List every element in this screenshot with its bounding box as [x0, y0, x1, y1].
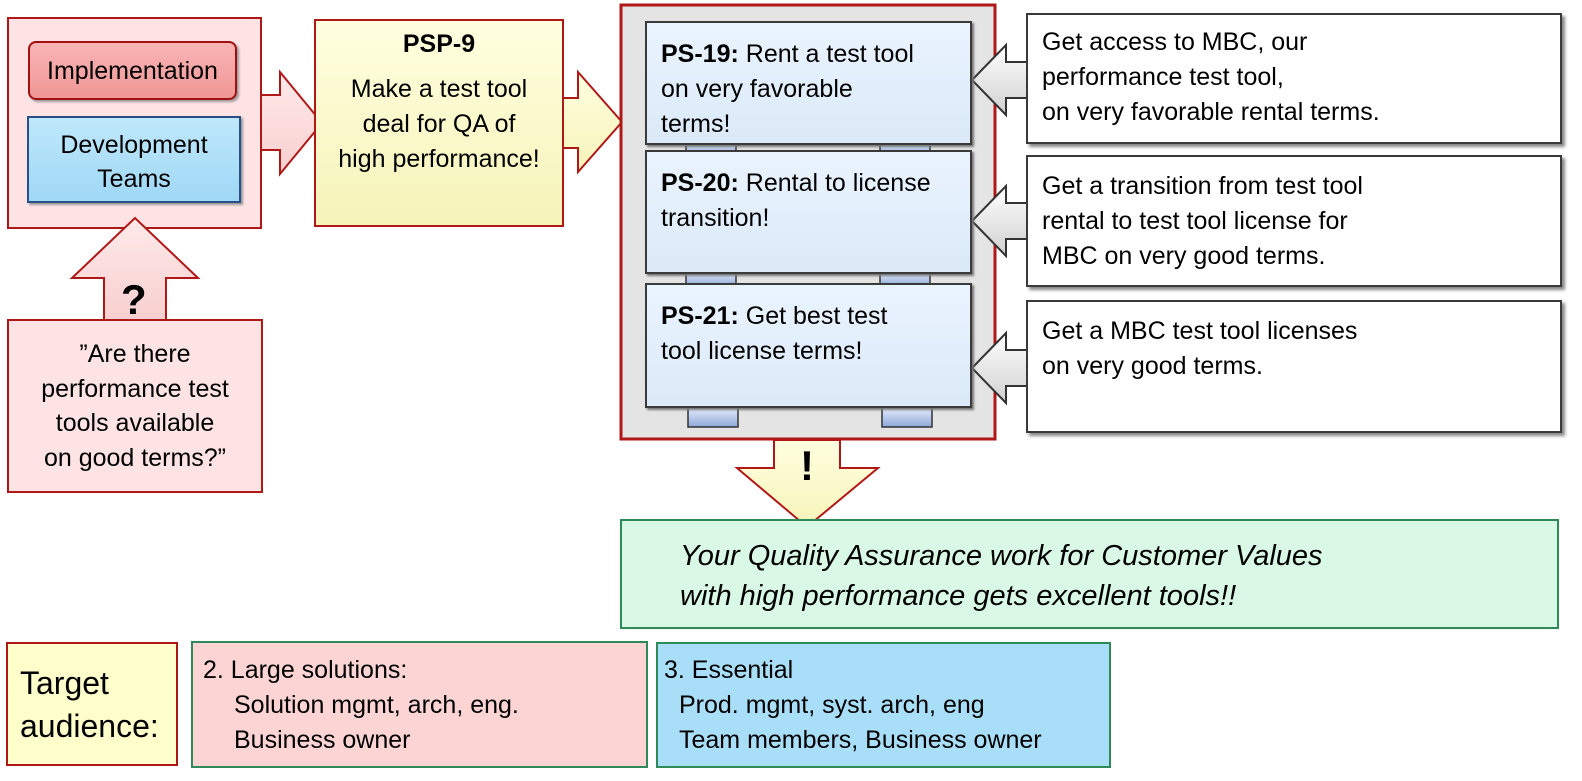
audience-large-line-3: Business owner	[234, 726, 411, 754]
ps-21-line-1: Get best test	[745, 302, 888, 330]
development-teams-line-1: Development	[60, 131, 208, 159]
ps-19-line-2: on very favorable	[661, 75, 853, 103]
audience-essential-text: 3. Essential Prod. mgmt, syst. arch, eng…	[664, 653, 1042, 758]
psp-title: PSP-9	[402, 30, 476, 58]
question-line-1: ”Are there	[79, 340, 191, 368]
result-text: Your Quality Assurance work for Customer…	[680, 536, 1323, 616]
implementation-box: Implementation	[28, 41, 237, 100]
audience-label-box	[6, 642, 178, 766]
psp-line-3: high performance!	[338, 145, 540, 173]
psp-line-1: Make a test tool	[350, 75, 528, 103]
exclamation-mark: !	[800, 442, 814, 489]
ps-20-box: PS-20: Rental to license transition!	[645, 150, 972, 274]
ps-19-box: PS-19: Rent a test tool on very favorabl…	[645, 21, 972, 145]
ps-20-id: PS-20:	[661, 169, 739, 197]
ps-21-id: PS-21:	[661, 302, 739, 330]
description-1-line-2: performance test tool,	[1042, 63, 1284, 91]
arrow-psp-to-ps	[554, 69, 624, 175]
question-box	[7, 319, 263, 493]
result-box	[620, 519, 1559, 629]
audience-label-line-2: audience:	[20, 708, 159, 744]
ps-21-box: PS-21: Get best test tool license terms!	[645, 283, 972, 408]
question-line-3: tools available	[55, 409, 215, 437]
description-1-line-1: Get access to MBC, our	[1042, 28, 1308, 56]
question-mark: ?	[121, 276, 147, 323]
audience-essential-line-3: Team members, Business owner	[679, 726, 1042, 754]
development-teams-line-2: Teams	[97, 165, 171, 193]
question-line-2: performance test	[41, 374, 229, 403]
arrow-ps-to-result	[734, 439, 881, 529]
ps-20-line-1: Rental to license	[745, 169, 931, 197]
description-box-2: Get a transition from test tool rental t…	[1026, 155, 1562, 287]
audience-essential-line-1: 3. Essential	[664, 656, 794, 684]
description-box-3: Get a MBC test tool licenses on very goo…	[1026, 300, 1562, 433]
description-3-line-2: on very good terms.	[1042, 352, 1263, 380]
audience-large-line-1: 2. Large solutions:	[203, 656, 408, 684]
development-teams-box: Development Teams	[27, 116, 241, 203]
description-3-line-1: Get a MBC test tool licenses	[1042, 317, 1358, 345]
implementation-label: Implementation	[47, 57, 218, 85]
psp-text: Make a test tool deal for QA of high per…	[315, 72, 563, 177]
arrow-question-to-teams	[69, 216, 201, 321]
audience-large-line-2: Solution mgmt, arch, eng.	[234, 691, 519, 719]
ps-19-line-1: Rent a test tool	[745, 40, 914, 68]
description-2-line-2: rental to test tool license for	[1042, 207, 1348, 235]
description-2-line-3: MBC on very good terms.	[1042, 242, 1326, 270]
result-line-1: Your Quality Assurance work for Customer…	[680, 540, 1323, 572]
psp-line-2: deal for QA of	[362, 110, 516, 138]
audience-label: Target audience:	[20, 662, 159, 748]
audience-essential-line-2: Prod. mgmt, syst. arch, eng	[679, 691, 985, 719]
ps-20-line-2: transition!	[661, 204, 770, 232]
audience-large-box	[191, 641, 648, 768]
ps-21-line-2: tool license terms!	[661, 337, 863, 365]
description-1-line-3: on very favorable rental terms.	[1042, 98, 1380, 126]
audience-large-text: 2. Large solutions: Solution mgmt, arch,…	[203, 653, 519, 758]
result-line-2: with high performance gets excellent too…	[680, 580, 1237, 612]
description-box-1: Get access to MBC, our performance test …	[1026, 13, 1562, 144]
question-line-4: on good terms?”	[43, 443, 227, 472]
arrow-teams-to-psp	[254, 69, 324, 177]
ps-19-id: PS-19:	[661, 40, 739, 68]
description-2-line-1: Get a transition from test tool	[1042, 172, 1363, 200]
question-text: ”Are there performance test tools availa…	[8, 337, 262, 475]
ps-19-line-3: terms!	[661, 110, 731, 138]
audience-essential-box	[656, 642, 1111, 768]
audience-label-line-1: Target	[20, 665, 109, 701]
psp-box	[314, 19, 564, 227]
